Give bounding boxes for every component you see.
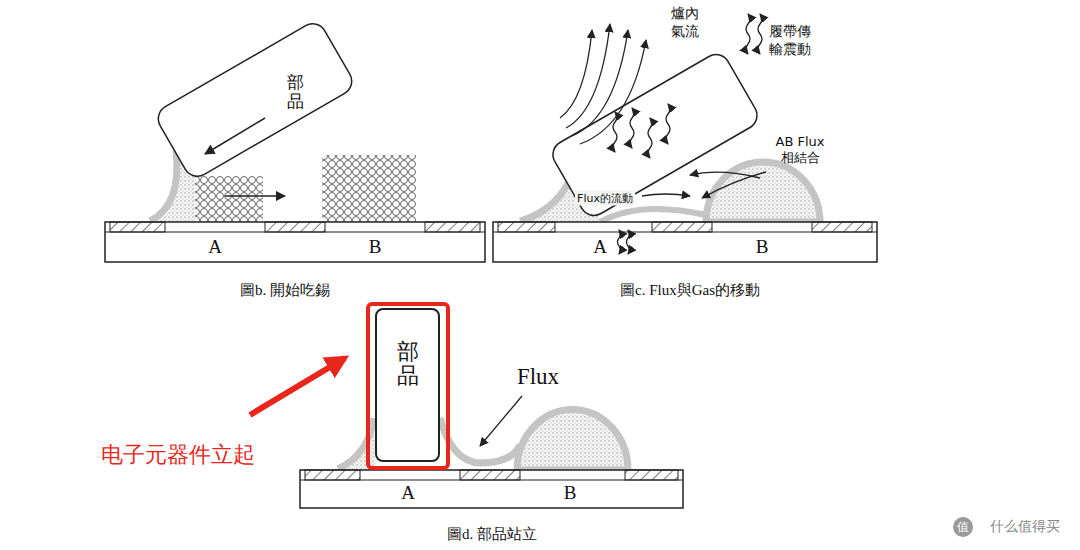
watermark-icon-text: 值 <box>957 519 969 536</box>
part-label: 爐內氣流 <box>671 5 699 40</box>
part-label: 履帶傳輸震動 <box>769 23 811 58</box>
watermark: 什么值得买 <box>990 518 1060 536</box>
component-label: 部品 <box>397 340 419 388</box>
pcb-board <box>105 222 485 262</box>
component <box>548 49 762 220</box>
part-label: A <box>401 482 415 504</box>
part-label: B <box>369 236 382 258</box>
panel-d <box>250 358 683 508</box>
solder-paste <box>322 155 416 222</box>
annotation-text: 电子元器件立起 <box>101 440 255 470</box>
gas-arrows <box>560 14 766 254</box>
part-label: A <box>593 236 607 258</box>
pcb-board <box>493 222 877 262</box>
highlight-box <box>368 304 448 468</box>
panel-c <box>493 14 877 262</box>
part-label: B <box>756 236 769 258</box>
panel-b <box>105 150 485 262</box>
part-label: 圖c. Flux與Gas的移動 <box>620 281 760 300</box>
part-label: AB Flux 相結合 <box>769 134 831 167</box>
component-label: 部品 <box>287 73 304 110</box>
part-label: 圖b. 開始吃錫 <box>240 281 330 300</box>
watermark-icon <box>953 517 973 537</box>
part-label: 圖d. 部品站立 <box>447 525 537 544</box>
solder-paste <box>195 176 263 222</box>
component-box: 部品 <box>150 15 365 190</box>
callout-arrow <box>250 358 345 415</box>
part-label: Flux的流動 <box>575 191 635 206</box>
component-box: 部品 <box>375 308 440 462</box>
part-label: A <box>208 236 222 258</box>
part-label: Flux <box>517 364 559 390</box>
part-label: B <box>564 482 577 504</box>
pcb-board <box>300 470 683 508</box>
component-outline <box>150 15 365 190</box>
leader-line <box>480 396 522 446</box>
